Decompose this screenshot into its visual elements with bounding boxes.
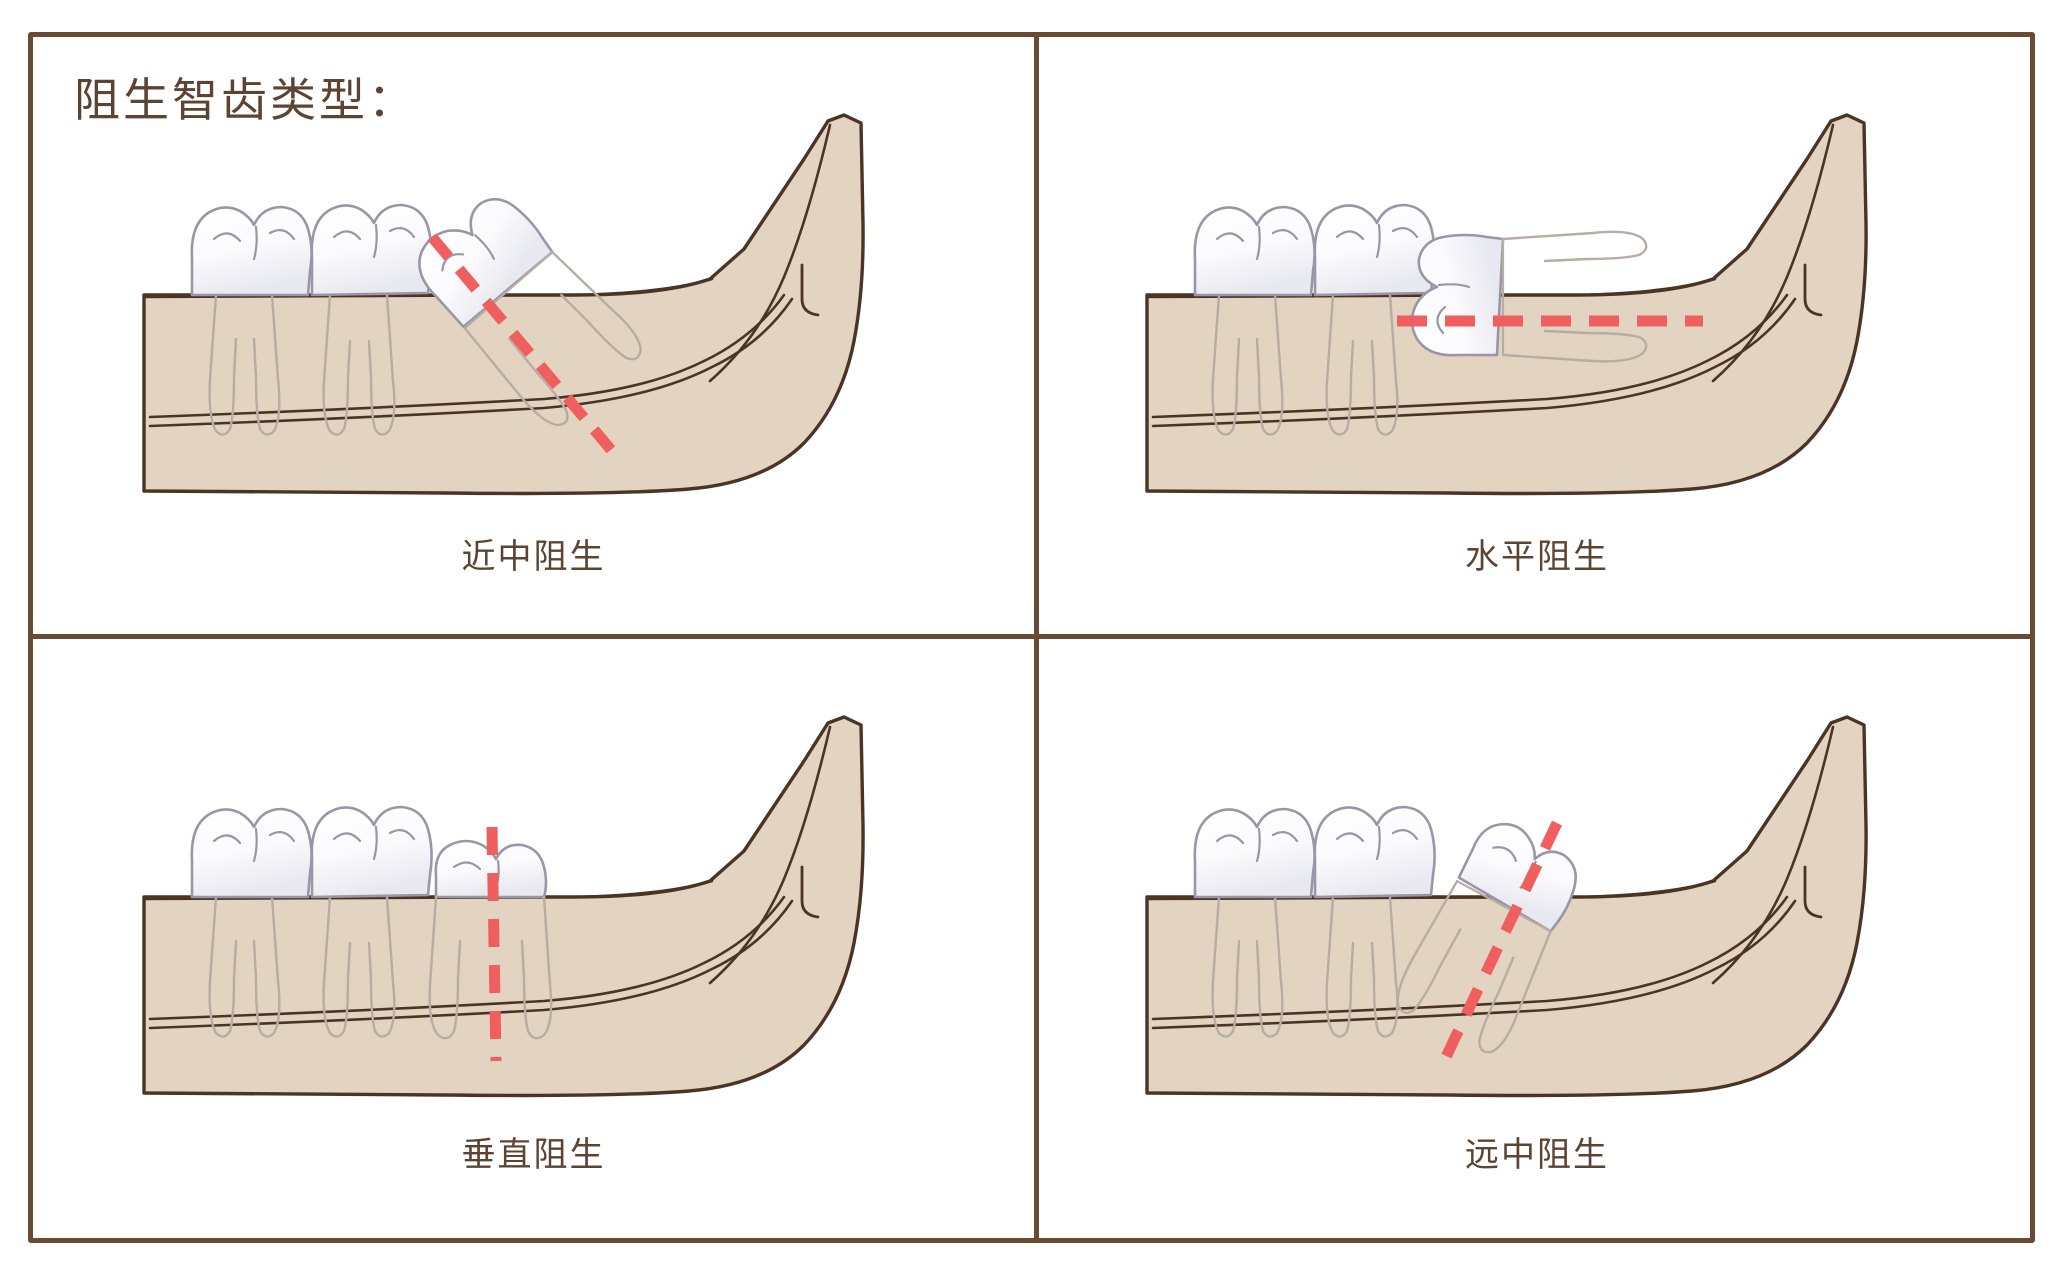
molar-second	[310, 203, 433, 297]
figure-distal-impaction	[1145, 701, 1927, 1101]
caption-distal-impaction: 远中阻生	[1465, 1137, 1609, 1174]
impacted-wisdom-tooth	[1410, 230, 1648, 363]
impacted-wisdom-tooth	[427, 839, 552, 1040]
molar-first	[1193, 205, 1316, 297]
caption-mesial-impaction: 近中阻生	[461, 539, 606, 576]
molar-second	[310, 805, 433, 899]
molar-second	[1313, 805, 1436, 899]
tooth-roots-outline	[1211, 895, 1399, 1038]
molar-second	[1313, 203, 1436, 297]
molar-first	[190, 807, 313, 899]
jawbone-shape	[1145, 113, 1868, 496]
figure-vertical-impaction	[141, 701, 924, 1101]
tooth-roots-outline	[207, 293, 396, 436]
figure-horizontal-impaction	[1145, 99, 1927, 499]
molar-first	[1193, 807, 1316, 899]
panel-horizontal-impaction: 水平阻生	[1039, 37, 2035, 634]
caption-vertical-impaction: 垂直阻生	[461, 1137, 606, 1174]
impacted-wisdom-tooth	[417, 197, 642, 427]
page-title: 阻生智齿类型：	[74, 75, 417, 126]
jawbone-shape	[141, 113, 865, 496]
caption-horizontal-impaction: 水平阻生	[1465, 539, 1609, 576]
jawbone-shape	[141, 715, 865, 1098]
tooth-roots-outline	[207, 895, 396, 1038]
figure-mesial-impaction	[141, 99, 924, 499]
impaction-axis-marker	[486, 826, 501, 1062]
horizontal-divider	[28, 634, 2035, 639]
molar-first	[190, 205, 313, 297]
panel-mesial-impaction: 近中阻生	[33, 37, 1034, 634]
panel-vertical-impaction: 垂直阻生	[33, 639, 1034, 1243]
impacted-wisdom-tooth	[1396, 822, 1578, 1054]
impaction-axis-marker	[427, 233, 616, 455]
tooth-roots-outline	[1211, 293, 1399, 436]
panel-distal-impaction: 远中阻生	[1039, 639, 2035, 1243]
